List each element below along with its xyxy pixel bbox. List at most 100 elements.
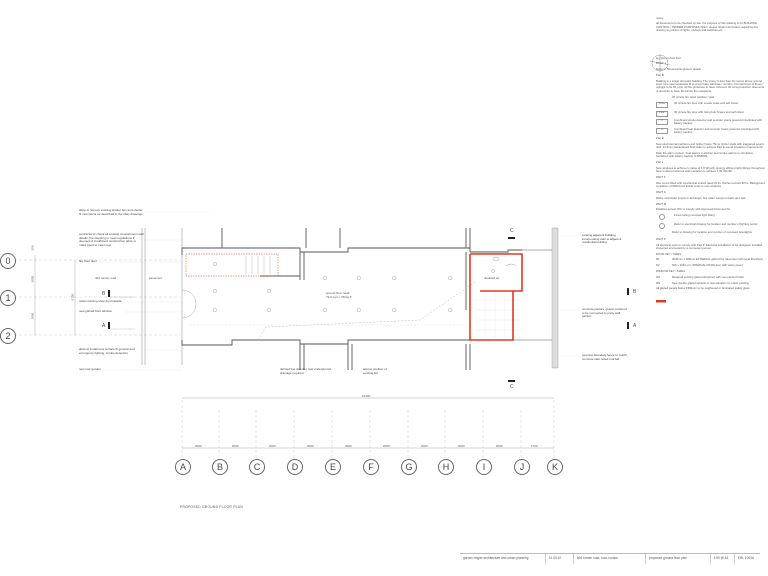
notes-part-l-heading: Part L: [656, 160, 664, 165]
notes-part-l-text: New windows to achieve U-value of 1.8 W/…: [656, 166, 766, 174]
notes-part-p-heading: PART P: [656, 236, 666, 241]
notes-part-g-heading: PART G: [656, 190, 667, 195]
grid-col-j: J: [514, 459, 530, 475]
dim-row-overall: 6150: [70, 293, 75, 301]
notes-doors-heading: DOOR KEY / SIZES: [656, 251, 682, 256]
dim-hi: 2000: [458, 444, 465, 448]
light-fitting-icon: [659, 214, 665, 221]
dim-row-12: 3000: [30, 312, 35, 320]
grid-col-c: C: [249, 459, 265, 475]
annotation-paviors: concrete paviors, gravel preferred to be…: [582, 307, 627, 319]
dim-row-01: 3000: [30, 275, 35, 283]
notes-section-text-2: Main fire alarm system, heat alarms to k…: [656, 151, 754, 159]
annotation-front-door: fire front door: [79, 259, 97, 263]
stair-fire-rated-enclosure: [185, 253, 279, 277]
section-a-right: A: [633, 323, 637, 329]
fire-wall-legend-icon: [656, 96, 666, 100]
section-a-left: A: [102, 323, 106, 329]
notes-windows-heading: WINDOW KEY / SIZES: [656, 268, 686, 273]
title-drawing-number: ERL 1003A: [737, 556, 755, 560]
north-arrow: [649, 54, 671, 72]
grid-col-k: K: [547, 459, 563, 475]
light-fittings: [212, 262, 453, 313]
notes-section-text-0: Refer to Structural Engineers details: [656, 67, 701, 72]
dim-ij: 2000: [496, 444, 503, 448]
shop-label: 464 roman road: [95, 276, 117, 280]
grid-row-1: 1: [0, 290, 16, 306]
grid-col-a: A: [175, 459, 191, 475]
title-architect: gordon ringler architecture and urban pl…: [460, 554, 546, 564]
dim-ab: 2000: [195, 444, 202, 448]
annotation-window: new glazed front window: [79, 309, 112, 313]
room-retail-label: ground floor retail: [326, 291, 350, 295]
title-sheet: proposed ground floor plan: [646, 554, 711, 564]
pavement-label: pavement: [149, 276, 163, 280]
leader-lines: [100, 211, 615, 371]
room-wc-label: disabled wc: [484, 276, 500, 280]
dim-bc: 2000: [232, 444, 239, 448]
annotation-rear-garden: new rear garden: [79, 367, 101, 371]
grid-col-i: I: [476, 459, 492, 475]
front-doors: [181, 289, 197, 319]
annotation-shutter: allow to remove existing shutter box and…: [79, 208, 144, 216]
annotation-compartment: contractor to check all existing compart…: [79, 232, 144, 247]
section-b-right: B: [633, 289, 637, 295]
grid-lines: [14, 259, 555, 460]
section-c-bottom: C: [510, 384, 514, 390]
overall-dimension: 19100: [362, 394, 371, 398]
grid-col-b: B: [212, 459, 228, 475]
dim-gh: 2000: [421, 444, 428, 448]
notes-section-heading-0: BUILT 1: [656, 61, 667, 66]
annotation-adjacent-building: existing adjacent building, incorporatin…: [582, 233, 622, 245]
dim-fg: 2000: [383, 444, 390, 448]
grid-col-f: F: [363, 459, 379, 475]
notes-part-p-text: All electrical work to comply with Part …: [656, 242, 763, 250]
notes-part-g-text: Mains cold water supply to all fittings.…: [656, 195, 747, 200]
dim-jk: 1700: [531, 444, 538, 448]
notes-heading: notes:: [656, 16, 664, 20]
fire-door-legend-icon: FD30s: [656, 102, 668, 109]
dim-ef: 2000: [345, 444, 352, 448]
grid-row-2: 2: [0, 328, 16, 344]
section-markers: [108, 237, 629, 382]
title-scale: 1:50 @ A1: [711, 554, 735, 564]
notes-part-f-heading: PART F: [656, 175, 666, 180]
section-c-top: C: [510, 228, 514, 234]
legend-row: 30 minute fire rated partition / wall: [656, 95, 766, 100]
annotation-drainage: defined line denotes new underground dra…: [280, 367, 332, 375]
drawing-title: PROPOSED GROUND FLOOR PLAN: [180, 505, 243, 509]
notes-key-plan: key plan to first floor: [656, 55, 682, 60]
grid-col-h: H: [438, 459, 454, 475]
notes-footer: All glazed panels below 1500mm to be tou…: [656, 286, 751, 291]
new-wall-legend-swatch: [656, 300, 666, 303]
legend-row: Refer to electrical drawing for location…: [656, 222, 766, 229]
title-address: 464 roman road, bow, london: [574, 554, 646, 564]
dim-de: 2000: [307, 444, 314, 448]
title-date: 10.03.10: [546, 554, 574, 564]
notes-part-f-text: Wet rooms fitted with mechanical extract…: [656, 180, 765, 189]
annotation-bin: approx position of existing bin: [363, 367, 387, 375]
walls: [181, 228, 522, 370]
heat-detector-icon: H: [656, 128, 668, 135]
notes-general: all dimensions to be checked on site. th…: [656, 21, 759, 32]
grid-row-0: 0: [0, 253, 16, 269]
smoke-detector-icon: S: [656, 119, 668, 126]
legend-row: Fixed ceiling mounted light fitting: [656, 213, 766, 221]
notes-section-heading-1: Part B: [656, 73, 664, 78]
fire-door-legend-icon: FD30: [656, 110, 668, 117]
notes-part-e-heading: Part E: [656, 136, 664, 141]
title-block: gordon ringler architecture and urban pl…: [460, 553, 760, 564]
annotation-lighting: allow to install new surface fit general…: [79, 347, 135, 355]
section-b-left: B: [102, 291, 106, 297]
grid-col-e: E: [325, 459, 341, 475]
downlight-icon: +: [660, 231, 662, 234]
notes-part-e-text: New stud internal partitions and timber …: [656, 142, 764, 150]
